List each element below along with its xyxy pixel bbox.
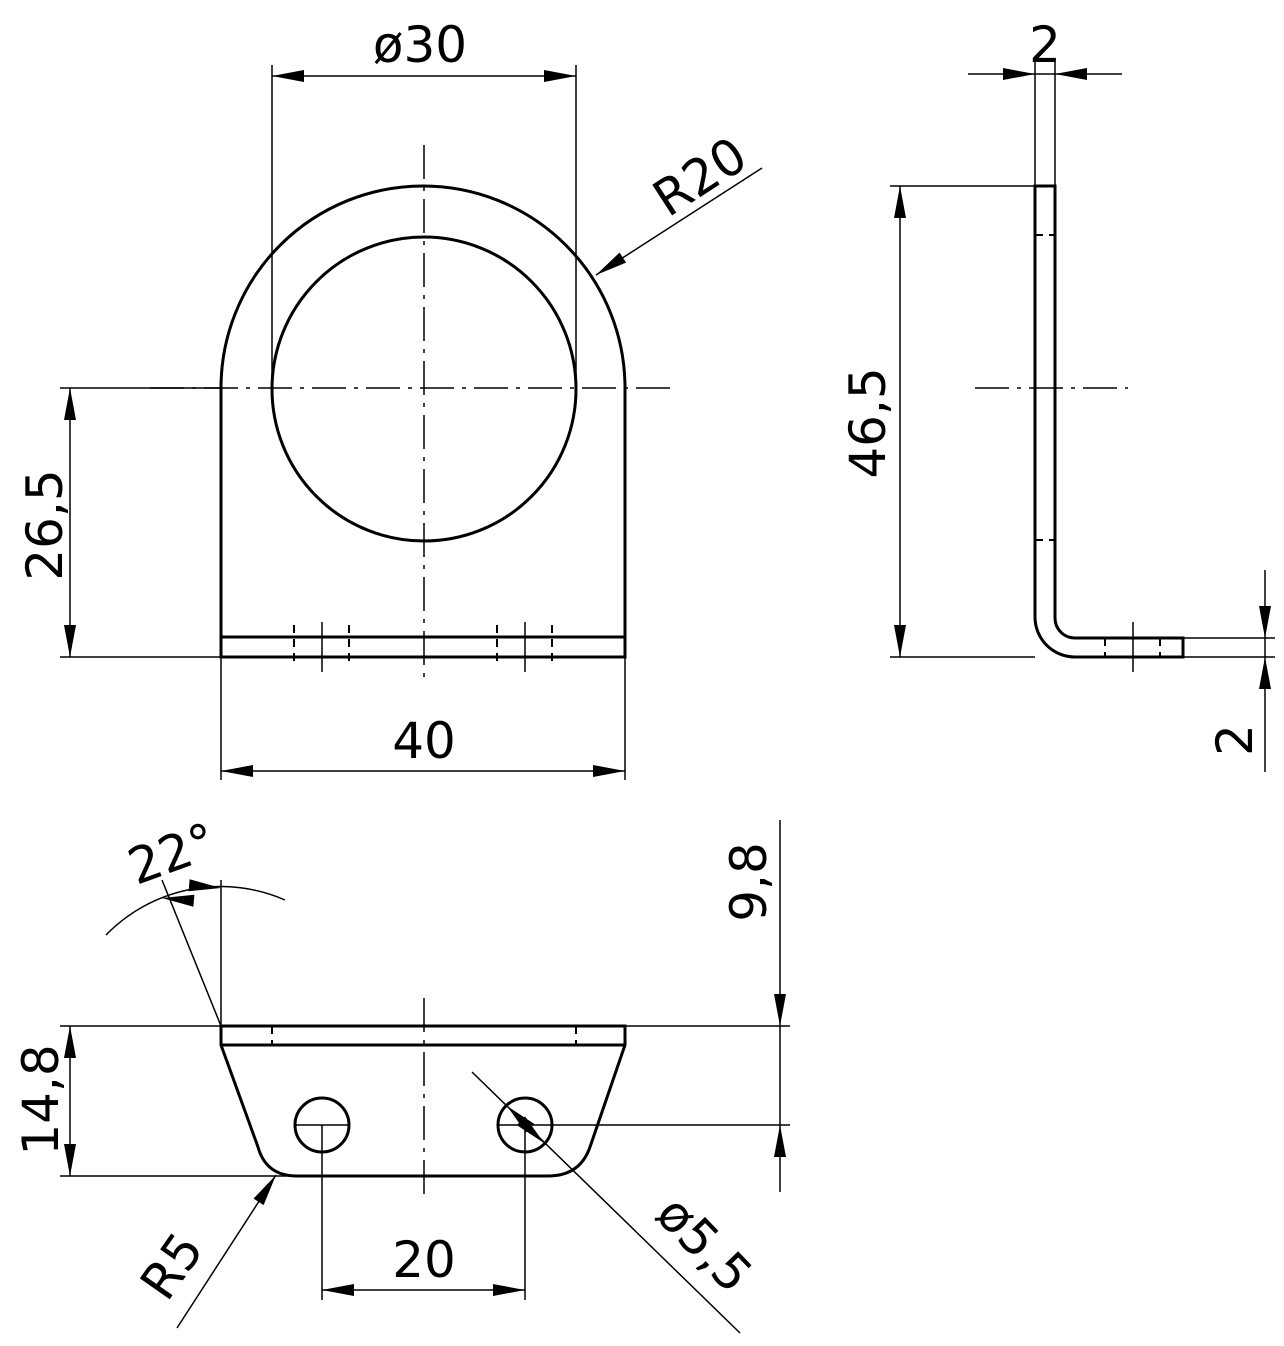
- dim-label-total-height: 46,5: [839, 367, 897, 478]
- dim-hole-spacing: 20: [321, 1125, 526, 1300]
- dim-label-center-height: 26,5: [16, 469, 74, 580]
- front-view: ø30 R20 26,5 40: [16, 16, 763, 780]
- front-outline: [219, 184, 627, 659]
- dim-label-thickness-bottom: 2: [1206, 724, 1264, 756]
- dim-label-angle: 22°: [121, 812, 224, 897]
- dim-label-flange-depth: 14,8: [12, 1044, 70, 1155]
- dim-hole-diameter: ø30: [271, 16, 577, 388]
- dim-corner-radius: R5: [129, 1171, 282, 1329]
- dim-label-hole-diameter: ø30: [373, 16, 467, 74]
- dim-outer-radius: R20: [592, 126, 763, 281]
- dim-label-corner-radius: R5: [129, 1222, 215, 1310]
- bottom-outline: [219, 1024, 627, 1178]
- dim-thickness-bottom: 2: [1183, 570, 1275, 772]
- bottom-view: 20 14,8 9,8 22°: [12, 812, 790, 1334]
- dim-label-thickness-top: 2: [1029, 16, 1061, 74]
- dim-label-outer-radius: R20: [643, 126, 757, 228]
- dim-thickness-top: 2: [968, 16, 1122, 186]
- dim-label-small-hole-diameter: ø5,5: [645, 1184, 763, 1303]
- side-outline: [1033, 184, 1185, 659]
- dim-label-flange-offset: 9,8: [720, 842, 778, 922]
- dim-label-width: 40: [392, 712, 456, 770]
- dim-small-hole-diameter: ø5,5: [471, 1071, 763, 1334]
- dim-flange-depth: 14,8: [12, 1025, 297, 1177]
- dim-total-height: 46,5: [839, 185, 1035, 658]
- dim-angle: 22°: [105, 812, 286, 1027]
- dim-label-hole-spacing: 20: [392, 1231, 456, 1289]
- dim-width: 40: [220, 657, 626, 780]
- side-view: 2 46,5 2: [839, 16, 1275, 772]
- dim-flange-offset: 9,8: [553, 820, 790, 1192]
- dim-center-height: 26,5: [16, 387, 221, 658]
